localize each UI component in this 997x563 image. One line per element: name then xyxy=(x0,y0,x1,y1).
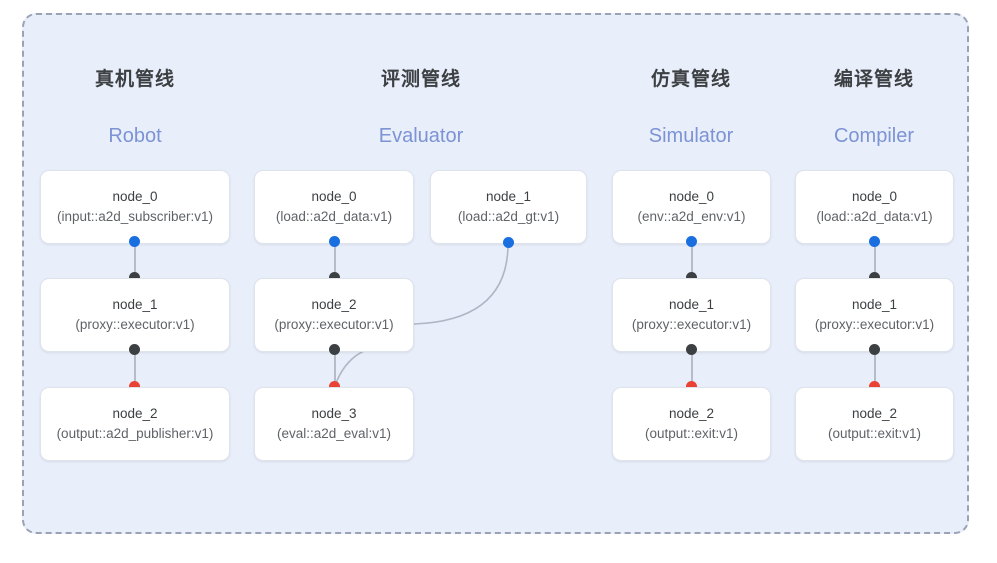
edge-simulator-1-2 xyxy=(691,348,693,388)
node-label-name: node_0 xyxy=(311,189,357,204)
node-label-name: node_1 xyxy=(485,189,532,204)
node-evaluator-2[interactable]: node_2 (proxy::executor:v1) xyxy=(254,278,414,352)
node-label-type: (proxy::executor:v1) xyxy=(631,317,752,332)
port-dot-blue-compiler-0 xyxy=(869,236,880,247)
node-label-type: (load::a2d_data:v1) xyxy=(816,209,933,224)
node-label-name: node_2 xyxy=(112,406,158,421)
port-dot-black-compiler-1-out xyxy=(869,344,880,355)
node-label-name: node_0 xyxy=(851,189,898,204)
edge-evaluator-0-2 xyxy=(334,240,336,280)
node-simulator-1[interactable]: node_1 (proxy::executor:v1) xyxy=(612,278,771,352)
node-label-type: (eval::a2d_eval:v1) xyxy=(276,426,392,441)
node-robot-1[interactable]: node_1 (proxy::executor:v1) xyxy=(40,278,230,352)
node-label-name: node_2 xyxy=(851,406,898,421)
port-dot-black-robot-1-out xyxy=(129,344,140,355)
node-label-type: (input::a2d_subscriber:v1) xyxy=(56,209,214,224)
edge-simulator-0-1 xyxy=(691,240,693,280)
node-label-name: node_1 xyxy=(112,297,158,312)
node-compiler-2[interactable]: node_2 (output::exit:v1) xyxy=(795,387,954,461)
node-label-type: (output::a2d_publisher:v1) xyxy=(56,426,214,441)
node-label-type: (proxy::executor:v1) xyxy=(814,317,935,332)
node-simulator-0[interactable]: node_0 (env::a2d_env:v1) xyxy=(612,170,771,244)
node-label-name: node_2 xyxy=(668,406,715,421)
node-label-name: node_1 xyxy=(851,297,898,312)
node-label-name: node_0 xyxy=(668,189,715,204)
node-evaluator-1-gt[interactable]: node_1 (load::a2d_gt:v1) xyxy=(430,170,587,244)
node-robot-0[interactable]: node_0 (input::a2d_subscriber:v1) xyxy=(40,170,230,244)
node-label-type: (output::exit:v1) xyxy=(644,426,739,441)
node-compiler-1[interactable]: node_1 (proxy::executor:v1) xyxy=(795,278,954,352)
column-title-en-simulator: Simulator xyxy=(648,125,734,147)
column-title-en-evaluator: Evaluator xyxy=(378,125,464,147)
node-label-type: (proxy::executor:v1) xyxy=(274,317,394,332)
port-dot-black-robot-1-in xyxy=(129,272,140,283)
column-title-cn-robot: 真机管线 xyxy=(94,69,175,90)
port-dot-blue-simulator-0 xyxy=(686,236,697,247)
column-title-cn-evaluator: 评测管线 xyxy=(380,69,461,90)
node-compiler-0[interactable]: node_0 (load::a2d_data:v1) xyxy=(795,170,954,244)
node-label-name: node_2 xyxy=(311,297,357,312)
port-dot-black-simulator-1-out xyxy=(686,344,697,355)
port-dot-blue-evaluator-1-gt xyxy=(503,237,514,248)
node-label-type: (output::exit:v1) xyxy=(827,426,922,441)
port-dot-red-compiler-2 xyxy=(869,381,880,392)
port-dot-blue-robot-0 xyxy=(129,236,140,247)
column-title-cn-compiler: 编译管线 xyxy=(833,69,914,90)
node-label-name: node_1 xyxy=(668,297,715,312)
node-label-type: (env::a2d_env:v1) xyxy=(637,209,746,224)
port-dot-red-simulator-2 xyxy=(686,381,697,392)
node-evaluator-3[interactable]: node_3 (eval::a2d_eval:v1) xyxy=(254,387,414,461)
edge-robot-1-2 xyxy=(134,348,136,388)
port-dot-black-evaluator-2-in xyxy=(329,272,340,283)
column-title-cn-simulator: 仿真管线 xyxy=(650,69,731,90)
node-simulator-2[interactable]: node_2 (output::exit:v1) xyxy=(612,387,771,461)
edge-compiler-0-1 xyxy=(874,240,876,280)
port-dot-red-robot-2 xyxy=(129,381,140,392)
edge-compiler-1-2 xyxy=(874,348,876,388)
node-evaluator-0[interactable]: node_0 (load::a2d_data:v1) xyxy=(254,170,414,244)
node-label-type: (load::a2d_data:v1) xyxy=(275,209,393,224)
node-label-type: (proxy::executor:v1) xyxy=(75,317,195,332)
port-dot-black-simulator-1-in xyxy=(686,272,697,283)
node-label-type: (load::a2d_gt:v1) xyxy=(457,209,560,224)
port-dot-black-evaluator-2-out xyxy=(329,344,340,355)
node-label-name: node_0 xyxy=(112,189,158,204)
node-robot-2[interactable]: node_2 (output::a2d_publisher:v1) xyxy=(40,387,230,461)
edge-evaluator-2-3 xyxy=(334,348,336,388)
port-dot-blue-evaluator-0 xyxy=(329,236,340,247)
column-title-en-compiler: Compiler xyxy=(833,125,915,147)
column-title-en-robot: Robot xyxy=(108,125,162,147)
edge-robot-0-1 xyxy=(134,240,136,280)
node-label-name: node_3 xyxy=(311,406,357,421)
port-dot-red-evaluator-3 xyxy=(329,381,340,392)
port-dot-black-compiler-1-in xyxy=(869,272,880,283)
